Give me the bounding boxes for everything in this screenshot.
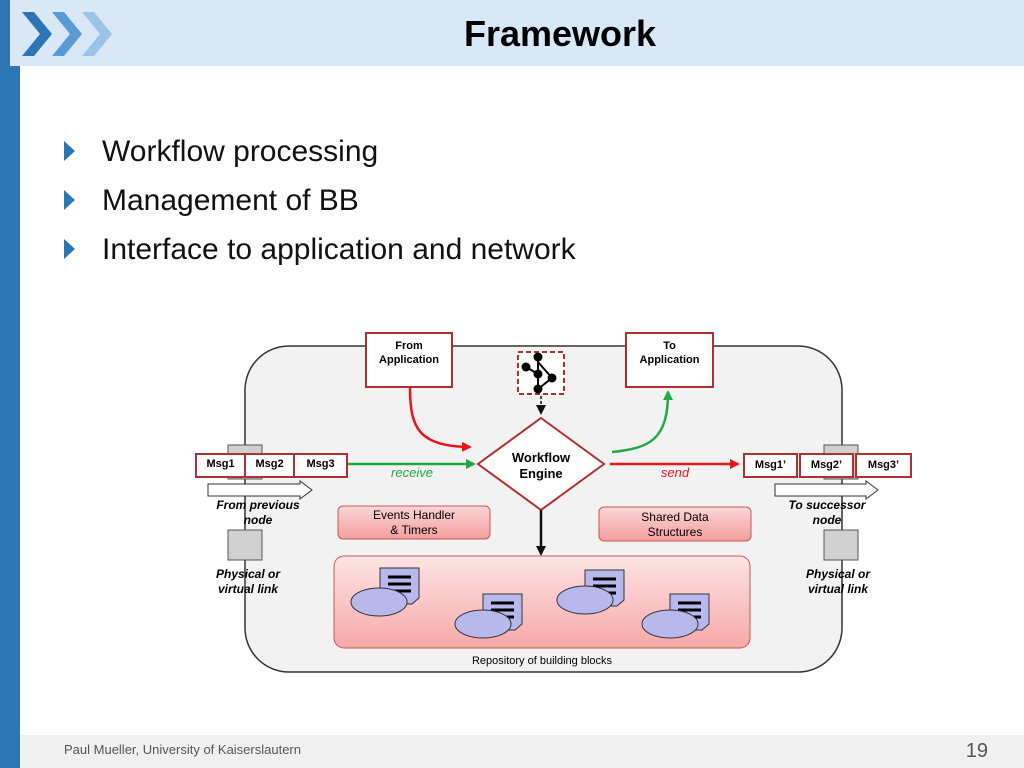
shared-data-label: Shared Data Structures (641, 510, 709, 539)
shared-data-box (598, 506, 752, 542)
slide-title: Framework (463, 13, 657, 54)
building-block-icon (641, 593, 710, 639)
chevron-2 (52, 12, 82, 56)
bullet-arrow-icon (64, 190, 75, 210)
workflow-engine-label: Workflow Engine (511, 450, 571, 482)
incoming-msg-box (293, 453, 348, 478)
outgoing-msg-box (743, 453, 798, 478)
repository-label: Repository of building blocks (471, 655, 613, 667)
incoming-msg-label: Msg3 (306, 458, 335, 470)
from-application-arrow (408, 387, 472, 452)
outgoing-msg-label: Msg2’ (810, 459, 843, 471)
events-handler-box (337, 505, 491, 540)
outgoing-msg-label: Msg1’ (754, 459, 787, 471)
footer-band (20, 735, 1024, 768)
chevron-1 (22, 12, 52, 56)
to-application-arrow (611, 390, 673, 454)
events-handler-label: Events Handler & Timers (372, 508, 456, 537)
incoming-msg-label: Msg1 (206, 458, 235, 470)
to-successor-node-label: To successor node (788, 498, 866, 527)
bullet-text: Management of BB (102, 184, 359, 217)
bullet-text: Interface to application and network (102, 233, 576, 266)
from-previous-node-label: From previous node (216, 498, 300, 527)
left-accent-stripe (0, 0, 20, 768)
incoming-flow-arrow (207, 480, 313, 500)
physical-link-right-label: Physical or virtual link (805, 567, 871, 596)
bullet-text: Workflow processing (102, 135, 379, 168)
outgoing-flow-arrow (774, 480, 879, 500)
from-application-label: From Application (379, 340, 439, 366)
workflow-graph-icon (521, 352, 557, 394)
building-block-icon (556, 569, 625, 615)
outgoing-msg-box (799, 453, 854, 478)
to-application-label: To Application (639, 340, 700, 366)
building-block-icon (454, 593, 523, 639)
bullet-arrow-icon (64, 141, 75, 161)
physical-link-left-label: Physical or virtual link (215, 567, 281, 596)
outgoing-msg-label: Msg3’ (867, 459, 900, 471)
incoming-msg-label: Msg2 (255, 458, 284, 470)
outgoing-msg-box (855, 453, 912, 478)
bullet-arrow-icon (64, 239, 75, 259)
header-band (10, 0, 1024, 66)
building-block-icon (350, 567, 420, 617)
footer-author: Paul Mueller, University of Kaiserslaute… (64, 742, 301, 757)
link-square-right-bottom (823, 529, 859, 561)
receive-label: receive (391, 465, 433, 480)
page-number: 19 (965, 740, 988, 762)
header-chevrons-icon (22, 12, 112, 56)
send-label: send (660, 465, 690, 480)
chevron-3 (82, 12, 112, 56)
from-application-box (365, 332, 453, 388)
link-square-left-bottom (227, 529, 263, 561)
to-application-box (625, 332, 714, 388)
